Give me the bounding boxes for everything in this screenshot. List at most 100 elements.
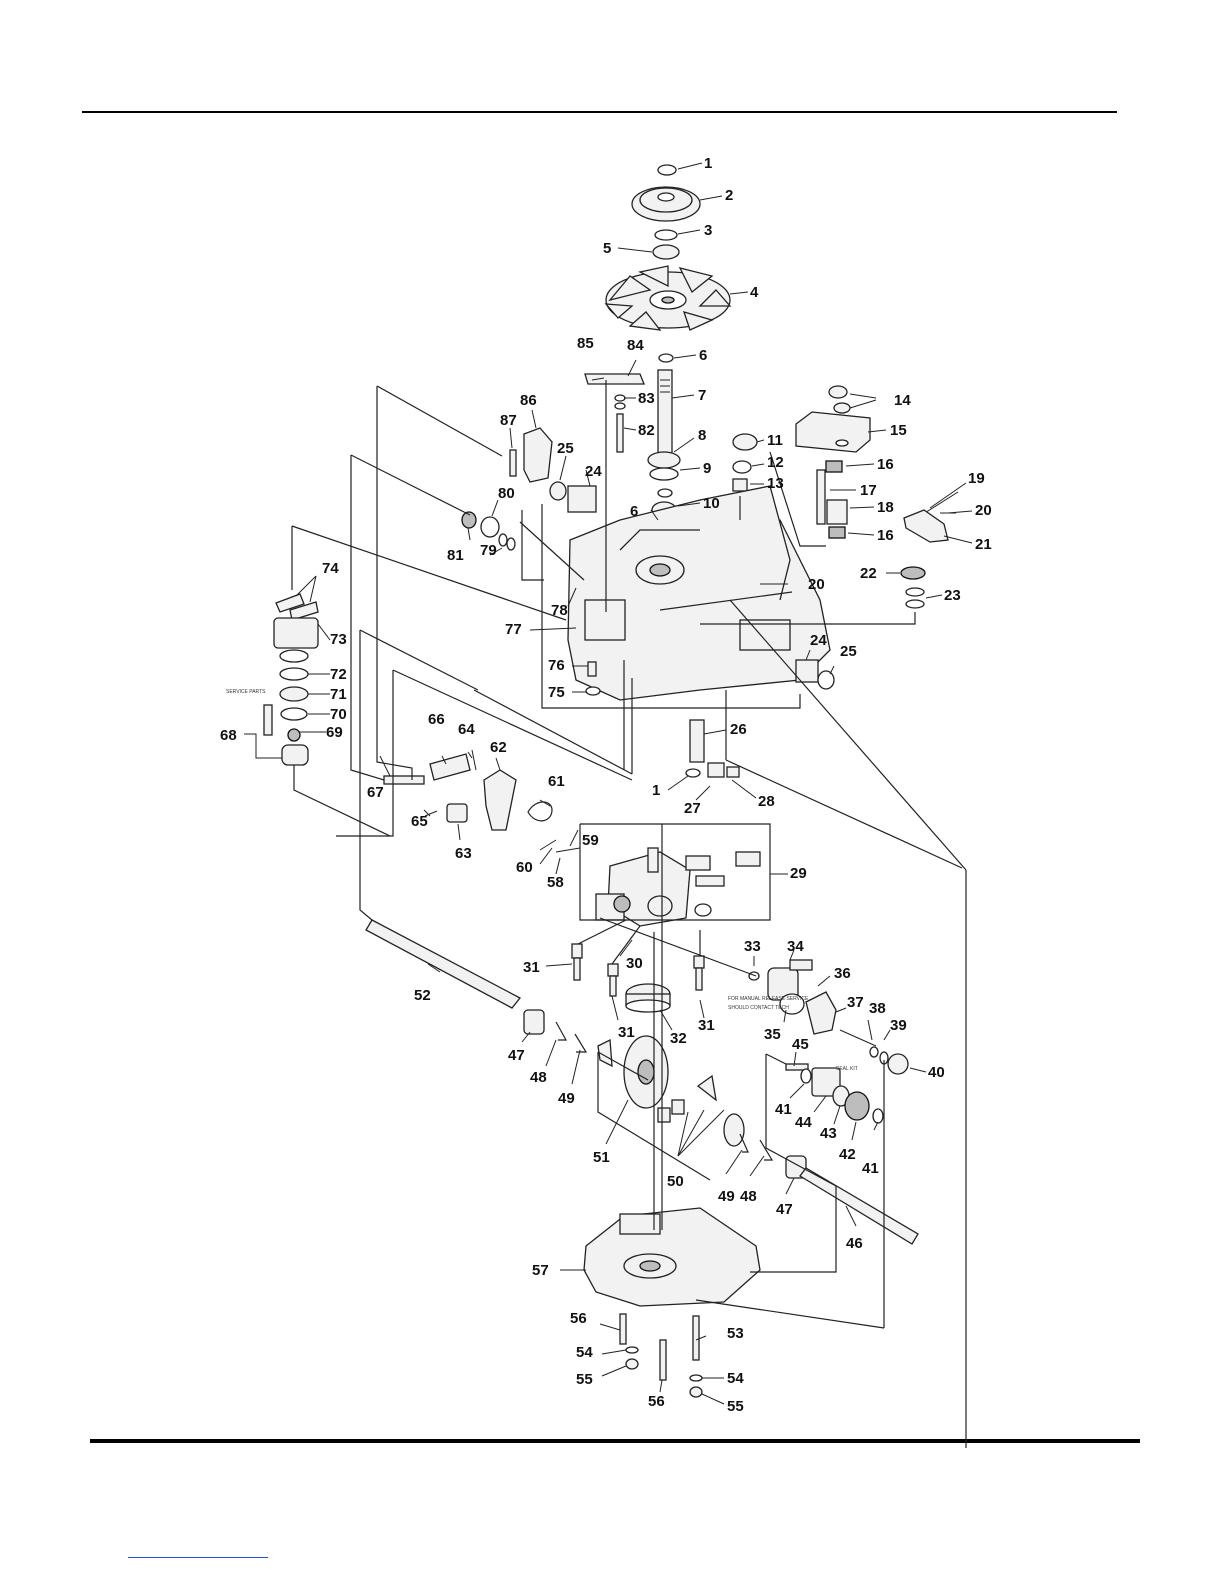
callout-66: 66 [428, 711, 445, 728]
part-drawings [263, 164, 959, 1398]
callout-47-right: 47 [776, 1201, 793, 1218]
callout-72: 72 [330, 666, 347, 683]
callout-2: 2 [725, 187, 733, 204]
callout-65: 65 [411, 813, 428, 830]
callout-64: 64 [458, 721, 475, 738]
callout-81: 81 [447, 547, 464, 564]
callout-83: 83 [638, 390, 655, 407]
callout-31-mid: 31 [618, 1024, 635, 1041]
callout-20-right: 20 [975, 502, 992, 519]
callout-21: 21 [975, 536, 992, 553]
callout-48-right: 48 [740, 1188, 757, 1205]
callout-48-left: 48 [530, 1069, 547, 1086]
callout-46: 46 [846, 1235, 863, 1252]
callout-9: 9 [703, 460, 711, 477]
center-section [595, 847, 761, 927]
callout-14: 14 [894, 392, 911, 409]
callout-56-left: 56 [570, 1310, 587, 1327]
callout-27: 27 [684, 800, 701, 817]
callout-22: 22 [860, 565, 877, 582]
callout-6-top: 6 [699, 347, 707, 364]
callout-29: 29 [790, 865, 807, 882]
callout-1-mid: 1 [652, 782, 660, 799]
callout-53: 53 [727, 1325, 744, 1342]
callout-77: 77 [505, 621, 522, 638]
callout-3: 3 [704, 222, 712, 239]
callout-24-right: 24 [810, 632, 827, 649]
callout-50: 50 [667, 1173, 684, 1190]
callout-57: 57 [532, 1262, 549, 1279]
callout-31-right: 31 [698, 1017, 715, 1034]
callout-34: 34 [787, 938, 804, 955]
assembly-lines [291, 380, 967, 1448]
callout-54-left: 54 [576, 1344, 593, 1361]
callout-55-right: 55 [727, 1398, 744, 1415]
callout-71: 71 [330, 686, 347, 703]
callout-86: 86 [520, 392, 537, 409]
callout-26: 26 [730, 721, 747, 738]
callout-74: 74 [322, 560, 339, 577]
callout-80: 80 [498, 485, 515, 502]
note-center-section-2: SHOULD CONTACT TECH [728, 1005, 789, 1011]
callout-54-right: 54 [727, 1370, 744, 1387]
callout-41-upper: 41 [775, 1101, 792, 1118]
callout-16-upper: 16 [877, 456, 894, 473]
callout-39: 39 [890, 1017, 907, 1034]
callout-45: 45 [792, 1036, 809, 1053]
callout-19: 19 [968, 470, 985, 487]
callout-51: 51 [593, 1149, 610, 1166]
callout-20-mid: 20 [808, 576, 825, 593]
callout-5: 5 [603, 240, 611, 257]
callout-82: 82 [638, 422, 655, 439]
fan [604, 265, 732, 331]
callout-38: 38 [869, 1000, 886, 1017]
callout-43: 43 [820, 1125, 837, 1142]
callout-25-right: 25 [840, 643, 857, 660]
callout-40: 40 [928, 1064, 945, 1081]
note-seal: SEAL KIT [836, 1066, 858, 1072]
callout-31-left: 31 [523, 959, 540, 976]
callout-85: 85 [577, 335, 594, 352]
callout-25-left: 25 [557, 440, 574, 457]
callout-76: 76 [548, 657, 565, 674]
callout-16-lower: 16 [877, 527, 894, 544]
callout-10: 10 [703, 495, 720, 512]
callout-8: 8 [698, 427, 706, 444]
note-center-section: FOR MANUAL RELEASE SERVICE [728, 996, 809, 1002]
callout-70: 70 [330, 706, 347, 723]
callout-36: 36 [834, 965, 851, 982]
callout-56-mid: 56 [648, 1393, 665, 1410]
leader-lines [244, 162, 973, 1405]
callout-63: 63 [455, 845, 472, 862]
callout-labels: 1 2 3 5 4 85 84 6 83 7 86 87 82 8 25 11 … [220, 155, 992, 1415]
callout-52: 52 [414, 987, 431, 1004]
callout-59: 59 [582, 832, 599, 849]
callout-23: 23 [944, 587, 961, 604]
callout-28: 28 [758, 793, 775, 810]
callout-78: 78 [551, 602, 568, 619]
callout-4: 4 [750, 284, 759, 301]
callout-75: 75 [548, 684, 565, 701]
callout-47-left: 47 [508, 1047, 525, 1064]
callout-79: 79 [480, 542, 497, 559]
callout-7: 7 [698, 387, 706, 404]
callout-69: 69 [326, 724, 343, 741]
callout-18: 18 [877, 499, 894, 516]
callout-15: 15 [890, 422, 907, 439]
callout-1-top: 1 [704, 155, 712, 172]
callout-12: 12 [767, 454, 784, 471]
callout-30: 30 [626, 955, 643, 972]
callout-44: 44 [795, 1114, 812, 1131]
callout-49-right: 49 [718, 1188, 735, 1205]
callout-73: 73 [330, 631, 347, 648]
callout-13: 13 [767, 475, 784, 492]
callout-6-mid: 6 [630, 503, 638, 520]
lower-housing [583, 1207, 761, 1307]
footer-link-underline[interactable] [128, 1557, 268, 1558]
callout-67: 67 [367, 784, 384, 801]
callout-87: 87 [500, 412, 517, 429]
callout-60: 60 [516, 859, 533, 876]
callout-11: 11 [767, 432, 783, 449]
callout-49-left: 49 [558, 1090, 575, 1107]
